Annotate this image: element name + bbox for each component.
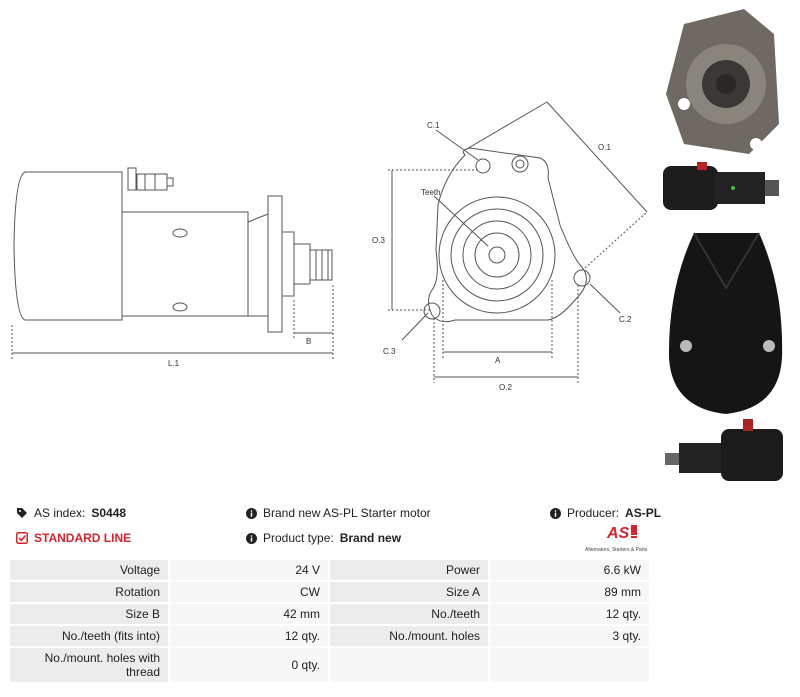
label-c2: C.2	[619, 315, 632, 324]
front-view-drawing	[388, 101, 648, 383]
as-pl-logo: AS Alternators, Starters & Parts	[585, 522, 651, 553]
spec-value: 0 qty.	[168, 646, 330, 684]
label-c3: C.3	[383, 347, 396, 356]
label-a: A	[495, 356, 501, 365]
standard-line-label: STANDARD LINE	[34, 531, 132, 545]
label-c1: C.1	[427, 121, 440, 130]
spec-value	[488, 646, 651, 684]
label-teeth: Teeth	[421, 188, 441, 197]
spec-key: Voltage	[8, 558, 170, 582]
table-row: Size B 42 mm No./teeth 12 qty.	[8, 602, 651, 626]
description-row: Brand new AS-PL Starter motor	[246, 506, 431, 520]
specs-table: Voltage 24 V Power 6.6 kW Rotation CW Si…	[8, 558, 651, 684]
spec-key: No./teeth	[328, 602, 490, 626]
table-row: Voltage 24 V Power 6.6 kW	[8, 558, 651, 582]
side-view-drawing	[11, 167, 334, 360]
spec-value: CW	[168, 580, 330, 604]
logo-text: AS	[606, 525, 630, 542]
spec-value: 42 mm	[168, 602, 330, 626]
table-row: Rotation CW Size A 89 mm	[8, 580, 651, 604]
spec-key: Power	[328, 558, 490, 582]
product-type-row: Product type: Brand new	[246, 531, 401, 545]
spec-key: Size A	[328, 580, 490, 604]
tag-icon	[17, 508, 27, 518]
spec-key: Rotation	[8, 580, 170, 604]
label-o3: O.3	[372, 236, 385, 245]
spec-value: 89 mm	[488, 580, 651, 604]
spec-key: Size B	[8, 602, 170, 626]
as-index-row: AS index: S0448	[16, 506, 126, 520]
spec-value: 12 qty.	[168, 624, 330, 648]
as-index-value: S0448	[91, 506, 127, 520]
spec-value: 24 V	[168, 558, 330, 582]
spec-key: No./mount. holes	[328, 624, 490, 648]
product-photo-solenoid-cover	[668, 232, 783, 414]
spec-key: No./mount. holes with thread	[8, 646, 170, 684]
table-row: No./teeth (fits into) 12 qty. No./mount.…	[8, 624, 651, 648]
producer-value: AS-PL	[625, 506, 662, 520]
checkbox-checked-icon	[16, 532, 28, 544]
spec-value: 12 qty.	[488, 602, 651, 626]
producer-label: Producer:	[567, 506, 620, 520]
label-b: B	[306, 337, 311, 346]
label-o1: O.1	[598, 143, 611, 152]
info-icon	[246, 507, 257, 519]
description-text: Brand new AS-PL Starter motor	[263, 506, 431, 520]
line-row: STANDARD LINE	[16, 531, 131, 545]
technical-drawing: L.1 B C.1 O.1 O.3 Teeth C.2 C.3 A O.2	[11, 101, 648, 392]
as-logo-mark: AS	[606, 525, 637, 542]
label-l1: L.1	[168, 359, 180, 368]
spec-key	[328, 646, 490, 684]
table-row: No./mount. holes with thread 0 qty.	[8, 646, 651, 684]
product-photo-front	[666, 9, 779, 154]
spec-key: No./teeth (fits into)	[8, 624, 170, 648]
spec-value: 3 qty.	[488, 624, 651, 648]
info-icon	[550, 507, 561, 519]
info-icon	[246, 532, 257, 544]
producer-row: Producer: AS-PL	[550, 506, 661, 520]
product-type-value: Brand new	[339, 531, 402, 545]
logo-tagline: Alternators, Starters & Parts	[585, 547, 648, 553]
product-type-label: Product type:	[263, 531, 334, 545]
label-o2: O.2	[499, 383, 512, 392]
as-index-label: AS index:	[34, 506, 86, 520]
spec-value: 6.6 kW	[488, 558, 651, 582]
product-photo-rear	[665, 419, 783, 481]
product-photo-side	[663, 162, 779, 210]
